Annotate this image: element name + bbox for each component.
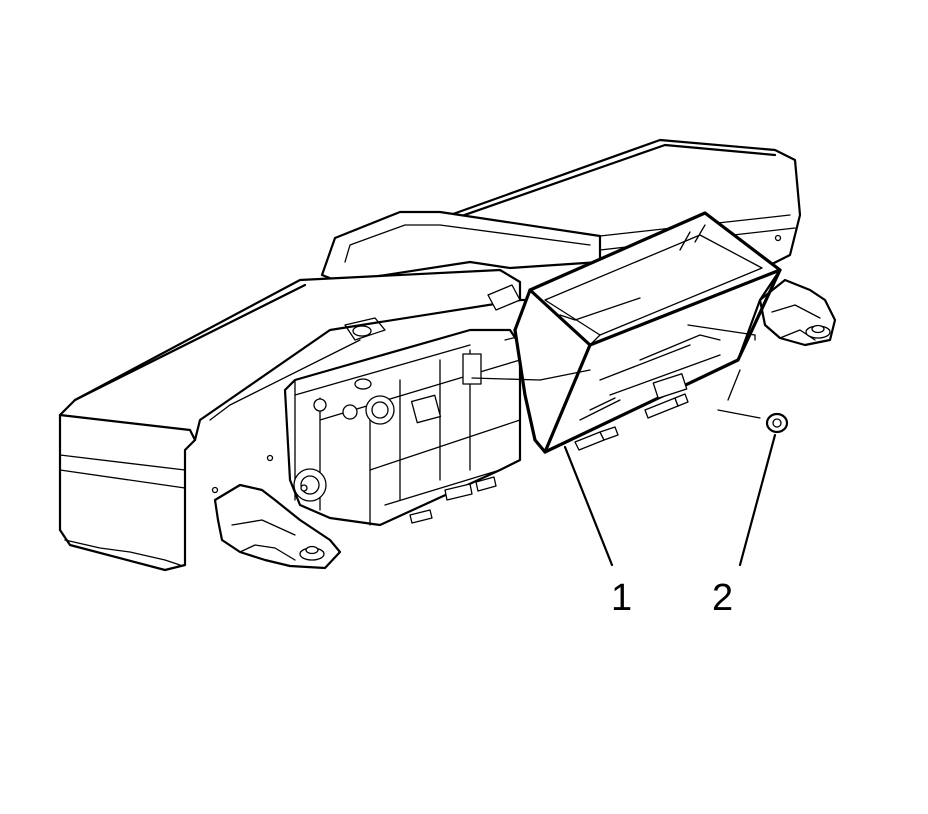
leader-line-2	[738, 433, 777, 567]
right-mounting-bracket	[758, 278, 837, 347]
callout-label-1: 1	[611, 577, 632, 619]
callout-label-2: 2	[712, 577, 733, 619]
cover-part-1	[513, 211, 782, 454]
alignment-lines	[471, 324, 761, 419]
nut-part-2	[765, 412, 789, 434]
leader-lines	[563, 433, 777, 567]
leader-line-1	[563, 445, 614, 567]
left-mounting-bracket	[213, 483, 342, 570]
